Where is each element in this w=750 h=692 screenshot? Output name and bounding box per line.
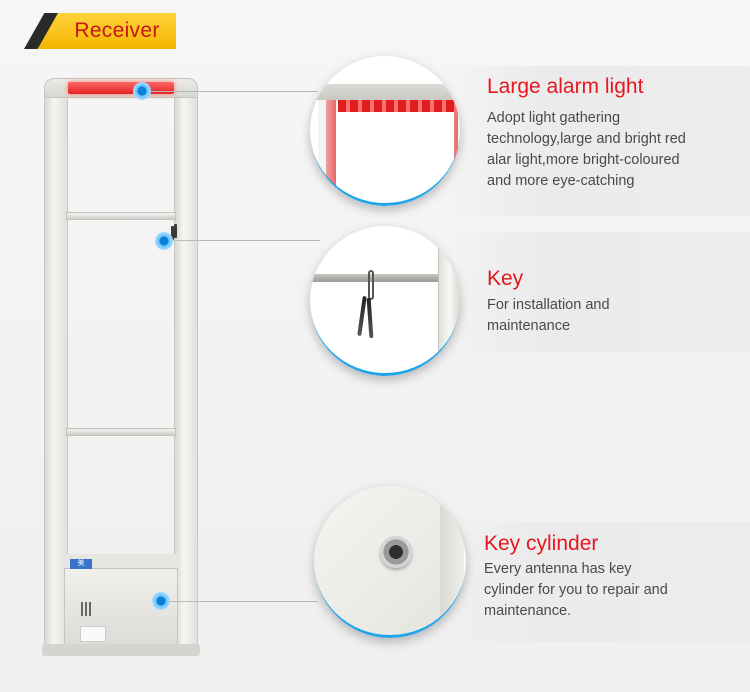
- hanging-key: [171, 224, 177, 240]
- product-label-sticker: [80, 626, 106, 642]
- gate-base-cap: [64, 554, 178, 569]
- brand-logo: 美: [70, 559, 92, 569]
- feature-title-cylinder: Key cylinder: [484, 532, 599, 555]
- callout-dot-cylinder: [152, 592, 170, 610]
- feature-title-key: Key: [487, 267, 524, 290]
- callout-dot-alarm: [133, 82, 151, 100]
- feature-desc-cylinder: Every antenna has key cylinder for you t…: [484, 561, 668, 619]
- antenna-gate: 美: [42, 78, 200, 668]
- zoom-key-cylinder: [314, 486, 466, 638]
- callout-line-key: [170, 240, 320, 241]
- callout-dot-key: [155, 232, 173, 250]
- feature-desc-key: For installation and maintenance: [487, 297, 610, 334]
- feature-title-alarm: Large alarm light: [487, 75, 644, 98]
- feature-panel-cylinder: [448, 522, 750, 642]
- callout-line-alarm: [148, 91, 318, 92]
- zoom-alarm-light: [310, 56, 460, 206]
- feature-panel-key: [448, 232, 750, 352]
- receiver-badge: Receiver: [24, 13, 176, 49]
- gate-rail-upper: [66, 212, 176, 220]
- alarm-light: [68, 82, 174, 94]
- zoom-key: [310, 226, 460, 376]
- feature-panel-alarm: [448, 66, 750, 216]
- gate-foot: [42, 644, 200, 656]
- speaker-grille-icon: [81, 602, 95, 616]
- gate-post-right: [174, 88, 198, 648]
- badge-label: Receiver: [74, 19, 160, 42]
- feature-desc-alarm: Adopt light gathering technology,large a…: [487, 110, 686, 189]
- gate-rail-middle: [66, 428, 176, 436]
- callout-line-cylinder: [168, 601, 318, 602]
- badge-plate: [38, 13, 176, 49]
